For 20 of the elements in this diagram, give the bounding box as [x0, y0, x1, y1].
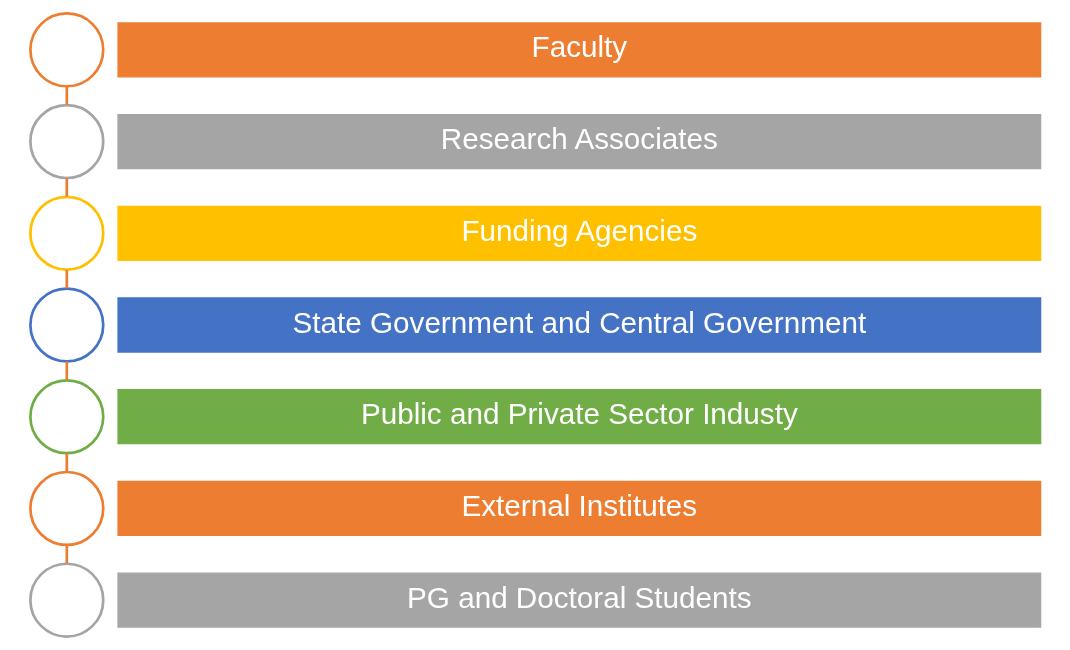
- node-box: State Government and Central Government: [116, 297, 1041, 353]
- node-circle: [28, 195, 105, 272]
- node-circle: [28, 12, 105, 88]
- node-circle: [28, 378, 105, 455]
- node-circle: [28, 562, 105, 638]
- node-box: Faculty: [116, 22, 1041, 78]
- node-box: Research Associates: [116, 113, 1041, 170]
- connector: [64, 361, 68, 380]
- node-box: PG and Doctoral Students: [116, 572, 1041, 628]
- node-circle: [28, 470, 105, 547]
- connector: [64, 269, 68, 289]
- connector: [64, 544, 68, 564]
- node-box: External Institutes: [116, 480, 1041, 537]
- node-box: Public and Private Sector Industy: [116, 389, 1041, 445]
- connector: [64, 178, 68, 197]
- connector: [64, 86, 68, 105]
- node-circle: [28, 287, 105, 363]
- connector: [64, 453, 68, 472]
- node-box: Funding Agencies: [116, 205, 1041, 261]
- node-circle: [28, 103, 105, 180]
